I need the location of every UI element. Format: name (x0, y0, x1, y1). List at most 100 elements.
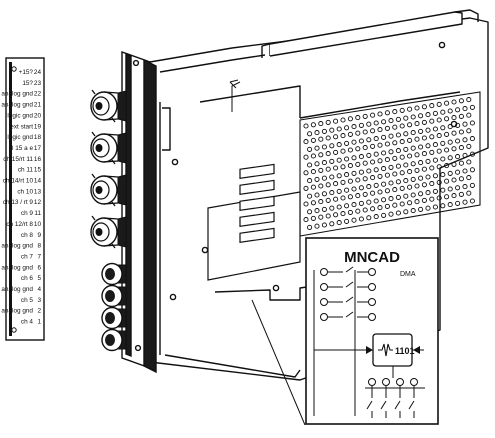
chip-right-arrow (413, 346, 420, 354)
perforation-hole (321, 191, 327, 197)
perforation-hole (462, 152, 468, 158)
output-switch-terminal (382, 378, 390, 386)
front-clip (162, 107, 171, 151)
perforation-hole (358, 169, 364, 175)
perforation-hole (440, 125, 446, 131)
perforation-hole (329, 221, 335, 227)
perforation-hole (362, 176, 368, 182)
perforation-hole (421, 119, 427, 125)
perforation-hole (381, 197, 387, 203)
perforation-hole (403, 193, 409, 199)
perforation-hole (440, 156, 446, 162)
perforation-hole (399, 154, 405, 160)
bnc-flange (117, 90, 127, 122)
perforation-hole (377, 111, 383, 117)
bnc-connector (90, 173, 127, 207)
perforation-hole (432, 204, 438, 210)
perforation-hole (425, 143, 431, 149)
pin-number: 10 (34, 221, 42, 228)
perforation-hole (392, 202, 398, 208)
perforation-hole (462, 184, 468, 190)
perforation-hole (351, 139, 357, 145)
bnc-body (103, 217, 119, 247)
perforation-hole (414, 136, 420, 142)
board-hole-2 (169, 293, 177, 301)
leader-line-top (231, 81, 241, 112)
perforation-hole (318, 214, 324, 220)
perforation-hole (310, 184, 316, 190)
perforation-hole (355, 193, 361, 199)
perforation-hole (347, 116, 353, 122)
front-panel (121, 51, 157, 374)
perforation-hole (377, 142, 383, 148)
perforation-hole (436, 133, 442, 139)
output-switch-terminal (396, 378, 404, 386)
perforation-hole (466, 143, 472, 149)
perforation-hole (318, 152, 324, 158)
connector-strip-edge (9, 62, 12, 336)
bnc-pin (95, 186, 103, 194)
perforation-hole (395, 194, 401, 200)
bnc-pin (95, 228, 103, 236)
perforation-hole (318, 121, 324, 127)
perforation-hole (373, 167, 379, 173)
perforation-hole (469, 182, 475, 188)
perforation-hole (388, 164, 394, 170)
perforation-hole (336, 157, 342, 163)
perforation-hole (429, 149, 435, 155)
perforation-hole (436, 117, 442, 123)
perforation-hole (381, 119, 387, 125)
slot-1 (239, 163, 275, 179)
slot-2 (239, 179, 275, 195)
pin-number: 8 (37, 243, 41, 250)
perforation-hole (355, 130, 361, 136)
perforation-hole (370, 143, 376, 149)
perforation-hole (444, 194, 450, 200)
perforation-hole (358, 138, 364, 144)
pin-number: 6 (37, 264, 41, 271)
perforation-hole (395, 163, 401, 169)
perforation-hole (373, 198, 379, 204)
perforation-hole (392, 124, 398, 130)
perforation-hole (451, 161, 457, 167)
pin-number: 20 (34, 112, 42, 119)
pin-number: 18 (34, 134, 42, 141)
perforation-hole (366, 199, 372, 205)
switch-blade (345, 311, 354, 318)
perforation-hole (429, 103, 435, 109)
perforation-hole (429, 181, 435, 187)
perforation-hole (410, 130, 416, 136)
pin-label: B 15 a e (9, 145, 33, 152)
chip-label: 1101 (395, 346, 415, 356)
perforation-hole (399, 139, 405, 145)
perforation-hole (384, 188, 390, 194)
perforation-hole (425, 205, 431, 211)
pin-number: 2 (37, 308, 41, 315)
perforation-hole (370, 206, 376, 212)
perforation-hole (444, 147, 450, 153)
perforation-hole (444, 100, 450, 106)
perforation-hole (314, 192, 320, 198)
pin-number: 17 (34, 145, 42, 152)
perforation-hole (407, 169, 413, 175)
perforation-hole (384, 172, 390, 178)
perforation-hole (314, 176, 320, 182)
strip-screw-bottom (11, 327, 17, 333)
perforation-hole (381, 166, 387, 172)
perforation-hole (384, 203, 390, 209)
perforation-hole (344, 218, 350, 224)
perforation-hole (392, 140, 398, 146)
output-terminal (368, 283, 376, 291)
perforation-hole (410, 208, 416, 214)
perforation-hole (344, 187, 350, 193)
perforation-hole (373, 151, 379, 157)
perforation-hole (310, 153, 316, 159)
perforation-hole (395, 210, 401, 216)
pin-number: 9 (37, 232, 41, 239)
front-panel-edge (143, 58, 157, 374)
pin-label: ch 8 (21, 232, 34, 239)
perforation-hole (469, 104, 475, 110)
perforation-hole (458, 176, 464, 182)
pin-label: ch 15/rt 11 (3, 156, 33, 163)
